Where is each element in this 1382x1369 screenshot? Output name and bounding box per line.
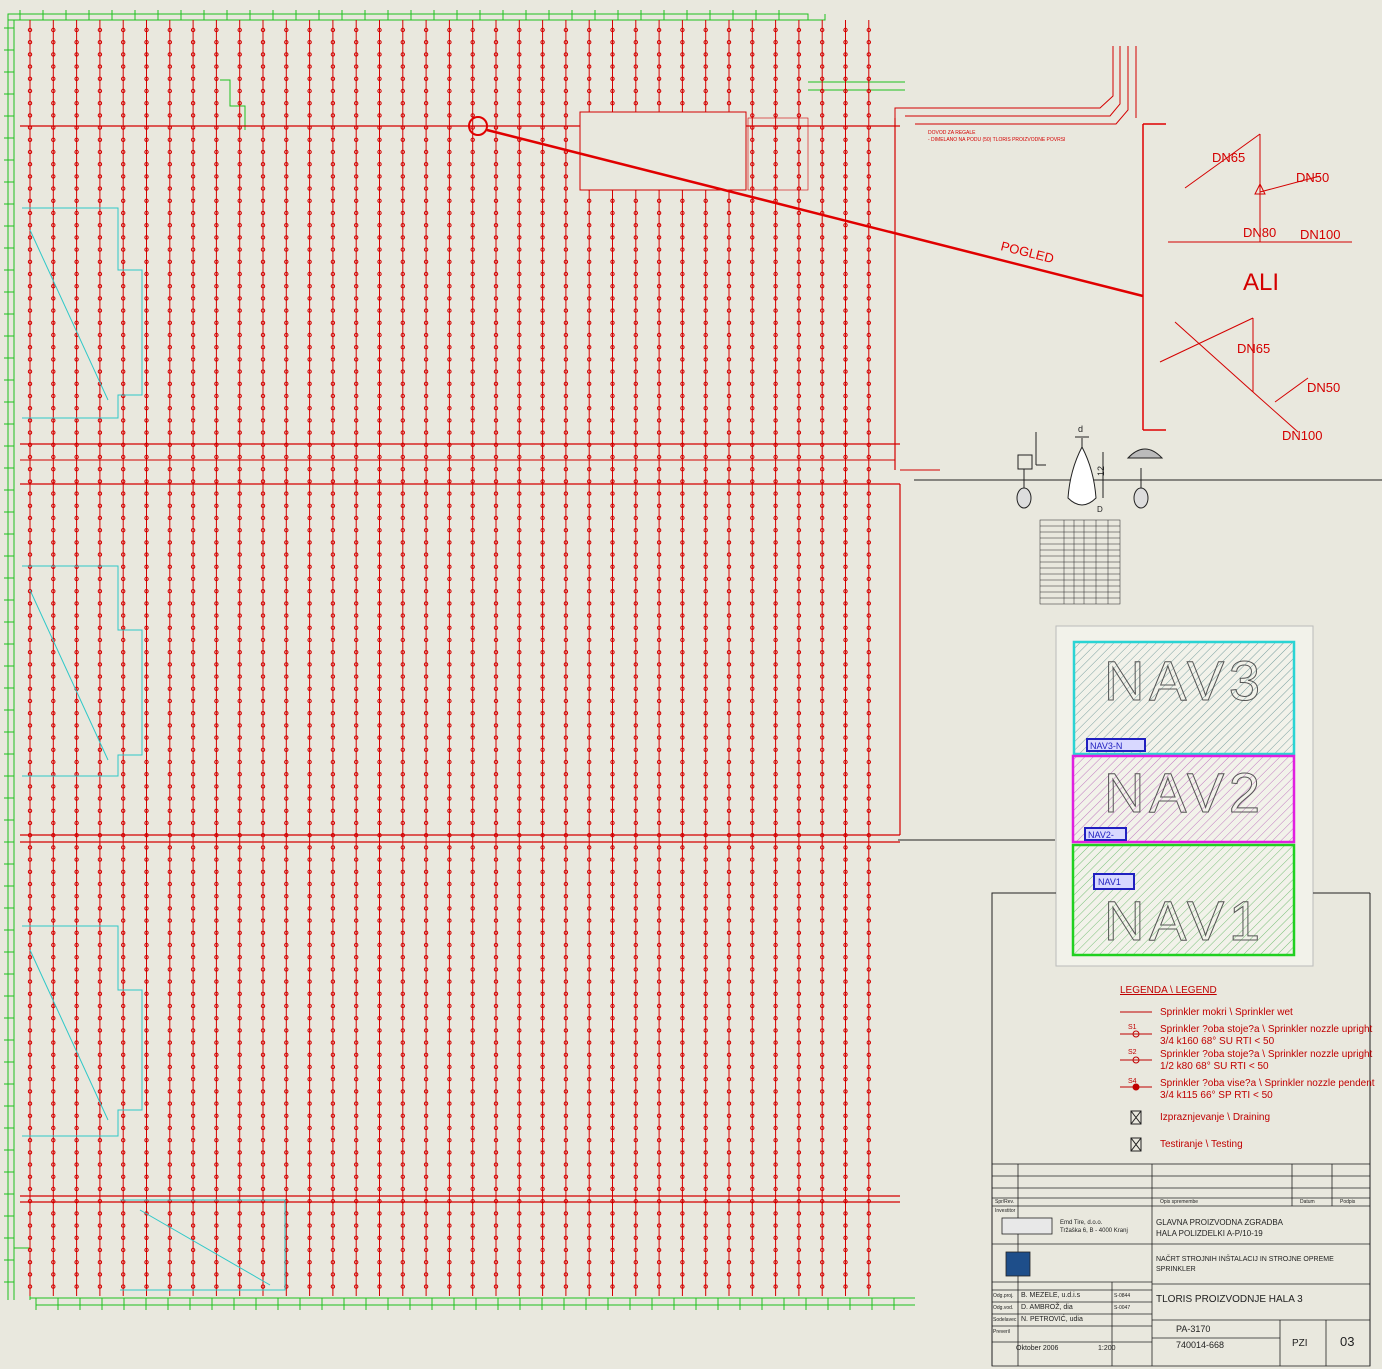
zone-nav1 — [1071, 843, 1296, 957]
tb-name-2: N. PETROVIĆ, udia — [1021, 1316, 1083, 1323]
building-outline — [4, 10, 915, 1310]
tb-opis: Opis spremembe — [1160, 1199, 1199, 1205]
pogled-leader-line — [486, 128, 1144, 298]
zone-nav2-tag: NAV2- — [1088, 830, 1114, 840]
dn80: DN80 — [1243, 225, 1276, 240]
dim-d: d — [1078, 424, 1083, 434]
sprinkler-spec-table — [1039, 519, 1121, 605]
legend-symbols — [1120, 1011, 1152, 1091]
zone-nav1-label: NAV1 — [1104, 889, 1260, 952]
tb-faza: PZI — [1292, 1338, 1308, 1349]
zone-nav3-label: NAV3 — [1104, 649, 1260, 712]
tb-id-0: S-0844 — [1114, 1293, 1131, 1299]
tb-name-1: D. AMBROŽ, dia — [1021, 1304, 1073, 1311]
tb-part-l2: SPRINKLER — [1156, 1266, 1196, 1273]
dn50-top: DN50 — [1296, 170, 1329, 185]
tb-role-3: Preveril — [993, 1329, 1010, 1335]
sprinkler-pipe-grid — [20, 20, 940, 1296]
tb-merilo: 1:200 — [1098, 1345, 1116, 1352]
tb-investitor-l2: Tržaška 6, B - 4000 Kranj — [1060, 1228, 1128, 1234]
tb-part-l1: NAČRT STROJNIH INŠTALACIJ IN STROJNE OPR… — [1156, 1256, 1334, 1263]
legend-title: LEGENDA \ LEGEND — [1120, 985, 1217, 996]
tb-st-proj: PA-3170 — [1176, 1324, 1211, 1334]
zone-nav1-tag: NAV1 — [1098, 877, 1121, 887]
tb-role-0: Odg.proj. — [993, 1293, 1014, 1299]
dn100-bot: DN100 — [1282, 428, 1322, 443]
title-block-grid — [991, 1163, 1371, 1367]
dn65-bot: DN65 — [1237, 341, 1270, 356]
zone-nav3-tag: NAV3-N — [1090, 741, 1122, 751]
zone-nav3 — [1072, 640, 1296, 756]
tb-role-1: Odg.vod. — [993, 1305, 1014, 1311]
dn65-top: DN65 — [1212, 150, 1245, 165]
view-marker-circle — [468, 116, 488, 136]
tb-investitor-l1: Emd Tire, d.o.o. — [1060, 1220, 1103, 1226]
tb-project-l2: HALA POLIZDELKI A-P/10-19 — [1156, 1229, 1263, 1238]
dn100-top: DN100 — [1300, 227, 1340, 242]
cyan-rack-areas — [22, 207, 286, 1291]
tb-podpis: Podpis — [1340, 1199, 1356, 1205]
feed-note-line2: - DIMELANO NA PODU (50) TLORIS PROIZVODN… — [928, 137, 1065, 143]
tb-id-1: S-0047 — [1114, 1305, 1131, 1311]
tb-project-l1: GLAVNA PROIZVODNA ZGRADBA — [1156, 1218, 1283, 1227]
sprinkler-head-detail — [914, 432, 1382, 509]
feed-pipes — [894, 46, 1137, 125]
tb-spr: Spr/Rev. — [995, 1199, 1015, 1205]
zone-nav2-label: NAV2 — [1104, 761, 1260, 824]
legend-valve-symbols — [1130, 1110, 1142, 1152]
ali-label: ALI — [1243, 269, 1279, 296]
dim-D: D — [1097, 505, 1103, 514]
tb-name-0: B. MEZELE, u.d.i.s — [1021, 1292, 1081, 1299]
tb-datum-h: Datum — [1300, 1199, 1315, 1205]
dn50-bot: DN50 — [1307, 380, 1340, 395]
tb-datum: Oktober 2006 — [1016, 1345, 1059, 1352]
tb-drawing-title: TLORIS PROIZVODNJE HALA 3 — [1156, 1294, 1303, 1305]
tb-role-2: Sodelavec — [993, 1317, 1017, 1323]
tb-investitor-h: Investitor — [995, 1208, 1016, 1214]
feed-note-line1: DOVOD ZA REGALE — [928, 130, 976, 136]
dim-12: 12 — [1096, 466, 1106, 476]
tb-list: 03 — [1340, 1334, 1355, 1349]
tb-st-arh: 740014-668 — [1176, 1340, 1225, 1350]
riser-detail — [1159, 133, 1352, 433]
